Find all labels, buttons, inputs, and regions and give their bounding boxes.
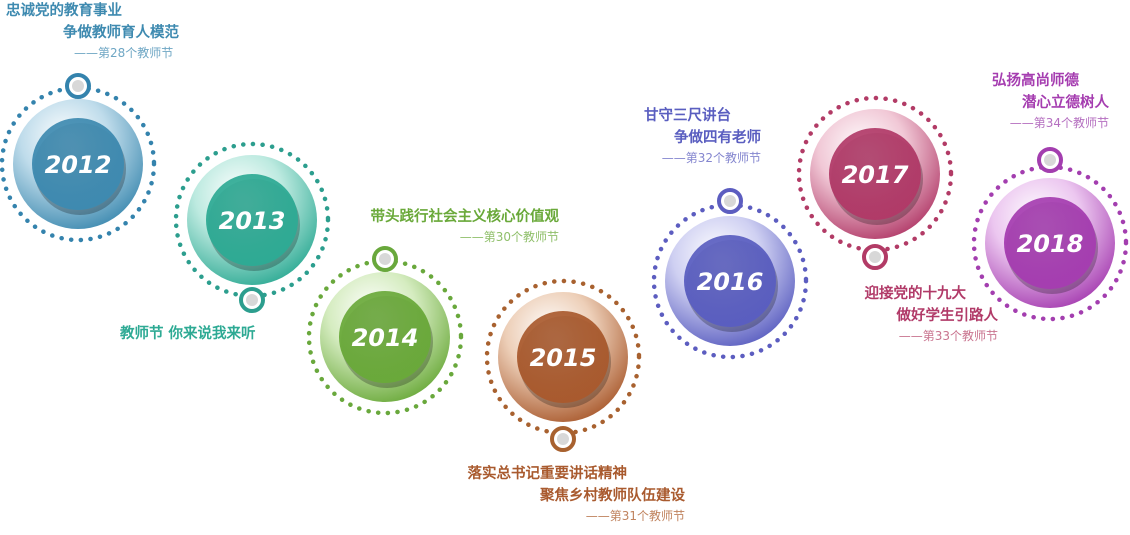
pin-dot bbox=[724, 195, 736, 207]
node-2018: 2018 bbox=[971, 147, 1129, 322]
caption-2018: 弘扬高尚师德 潜心立德树人 ——第34个教师节 bbox=[992, 70, 1109, 132]
year-label-2017: 2017 bbox=[842, 161, 909, 189]
caption-2017-line1: 迎接党的十九大 bbox=[864, 286, 967, 302]
caption-2016-line2: 争做四有老师 bbox=[674, 130, 761, 146]
pin-dot bbox=[379, 253, 391, 265]
pin-dot bbox=[72, 80, 84, 92]
caption-2014-line1: 带头践行社会主义核心价值观 bbox=[370, 209, 560, 225]
node-2017: 2017 bbox=[796, 95, 954, 270]
year-label-2018: 2018 bbox=[1017, 230, 1084, 258]
caption-2012: 忠诚党的教育事业 争做教师育人模范 ——第28个教师节 bbox=[6, 0, 179, 62]
pin-dot bbox=[869, 251, 881, 263]
year-label-2016: 2016 bbox=[697, 268, 764, 296]
caption-2017-line2: 做好学生引路人 bbox=[896, 308, 999, 324]
caption-2014: 带头践行社会主义核心价值观 ——第30个教师节 bbox=[371, 206, 560, 246]
caption-2017: 迎接党的十九大 做好学生引路人 ——第33个教师节 bbox=[865, 283, 999, 345]
caption-2015-line2: 聚焦乡村教师队伍建设 bbox=[540, 488, 685, 504]
caption-2018-line2: 潜心立德树人 bbox=[1022, 95, 1109, 111]
caption-2015: 落实总书记重要讲话精神 聚焦乡村教师队伍建设 ——第31个教师节 bbox=[468, 463, 686, 525]
inner-disc bbox=[339, 291, 431, 383]
inner-disc bbox=[32, 118, 124, 210]
pin-dot bbox=[557, 433, 569, 445]
dotted-ring bbox=[173, 141, 331, 299]
caption-2018-edition: ——第34个教师节 bbox=[1009, 116, 1109, 130]
caption-2018-line1: 弘扬高尚师德 bbox=[992, 73, 1079, 89]
inner-disc bbox=[829, 128, 921, 220]
caption-2012-line1: 忠诚党的教育事业 bbox=[6, 3, 122, 19]
node-2014: 2014 bbox=[306, 246, 464, 416]
year-label-2015: 2015 bbox=[530, 344, 597, 372]
caption-2012-edition: ——第28个教师节 bbox=[74, 46, 174, 60]
inner-disc bbox=[517, 311, 609, 403]
caption-2015-line1: 落实总书记重要讲话精神 bbox=[467, 466, 628, 482]
node-2016: 2016 bbox=[651, 188, 809, 360]
pin-dot bbox=[1044, 154, 1056, 166]
inner-disc bbox=[684, 235, 776, 327]
year-label-2013: 2013 bbox=[219, 207, 286, 235]
node-2013: 2013 bbox=[173, 141, 331, 313]
caption-2016-edition: ——第32个教师节 bbox=[661, 151, 761, 165]
dotted-ring bbox=[796, 95, 954, 253]
caption-2013-line1: 教师节 你来说我来听 bbox=[120, 326, 256, 342]
year-label-2014: 2014 bbox=[352, 324, 419, 352]
inner-disc bbox=[1004, 197, 1096, 289]
pin-dot bbox=[246, 294, 258, 306]
caption-2016: 甘守三尺讲台 争做四有老师 ——第32个教师节 bbox=[644, 105, 761, 167]
caption-2012-line2: 争做教师育人模范 bbox=[63, 25, 179, 41]
node-2012: 2012 bbox=[0, 73, 157, 243]
caption-2017-edition: ——第33个教师节 bbox=[898, 329, 998, 343]
caption-2015-edition: ——第31个教师节 bbox=[585, 509, 685, 523]
dotted-ring bbox=[484, 278, 642, 436]
node-2015: 2015 bbox=[484, 278, 642, 452]
caption-2016-line1: 甘守三尺讲台 bbox=[644, 108, 731, 124]
caption-2013: 教师节 你来说我来听 bbox=[120, 323, 256, 345]
inner-disc bbox=[206, 174, 298, 266]
year-label-2012: 2012 bbox=[45, 151, 112, 179]
caption-2014-edition: ——第30个教师节 bbox=[459, 230, 559, 244]
